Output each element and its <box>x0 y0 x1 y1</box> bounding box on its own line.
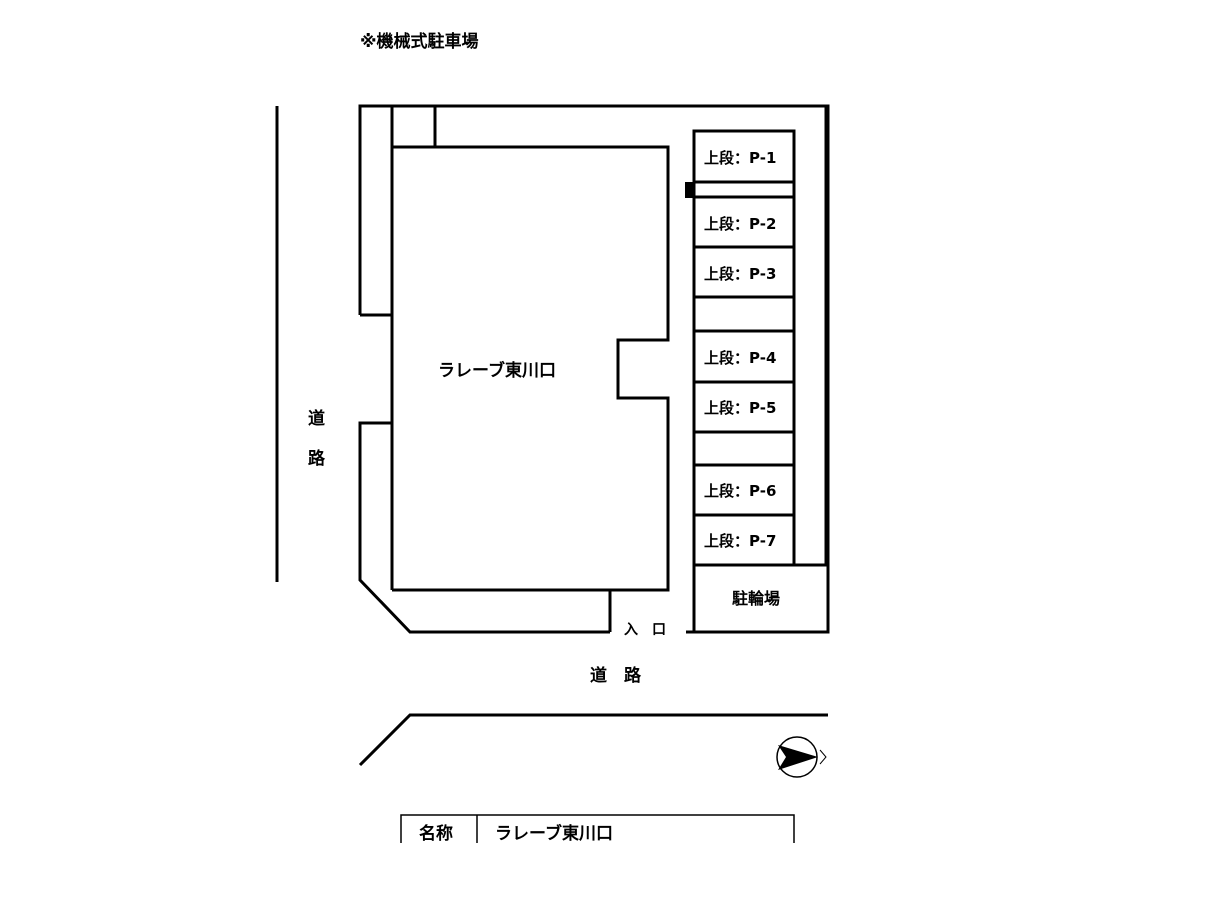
bicycle-parking-label: 駐輪場 <box>732 589 780 608</box>
parking-space-p7: 上段：P-7 <box>704 532 776 550</box>
parking-space-p4: 上段：P-4 <box>704 349 776 367</box>
info-table <box>400 814 795 843</box>
entrance-label: 入 口 <box>624 622 666 638</box>
parking-column <box>685 106 830 634</box>
parking-space-p5: 上段：P-5 <box>704 399 776 417</box>
road-edge-bottom <box>358 713 828 767</box>
building-outline <box>392 145 670 632</box>
table-label-name: 名称 <box>419 823 453 844</box>
road-label-bottom: 道 路 <box>590 665 642 686</box>
pillar-marker <box>685 182 694 198</box>
road-label-left-2: 路 <box>308 448 326 469</box>
map-title: ※機械式駐車場 <box>360 31 479 52</box>
road-label-left-1: 道 <box>308 408 325 429</box>
parking-space-p6: 上段：P-6 <box>704 482 776 500</box>
parking-space-p1: 上段：P-1 <box>704 149 776 167</box>
table-value-name: ラレーブ東川口 <box>495 823 613 844</box>
site-boundary <box>358 104 830 634</box>
north-arrow-icon <box>776 736 827 778</box>
building-name: ラレーブ東川口 <box>438 360 556 381</box>
parking-space-p3: 上段：P-3 <box>704 265 776 283</box>
parking-space-p2: 上段：P-2 <box>704 215 776 233</box>
